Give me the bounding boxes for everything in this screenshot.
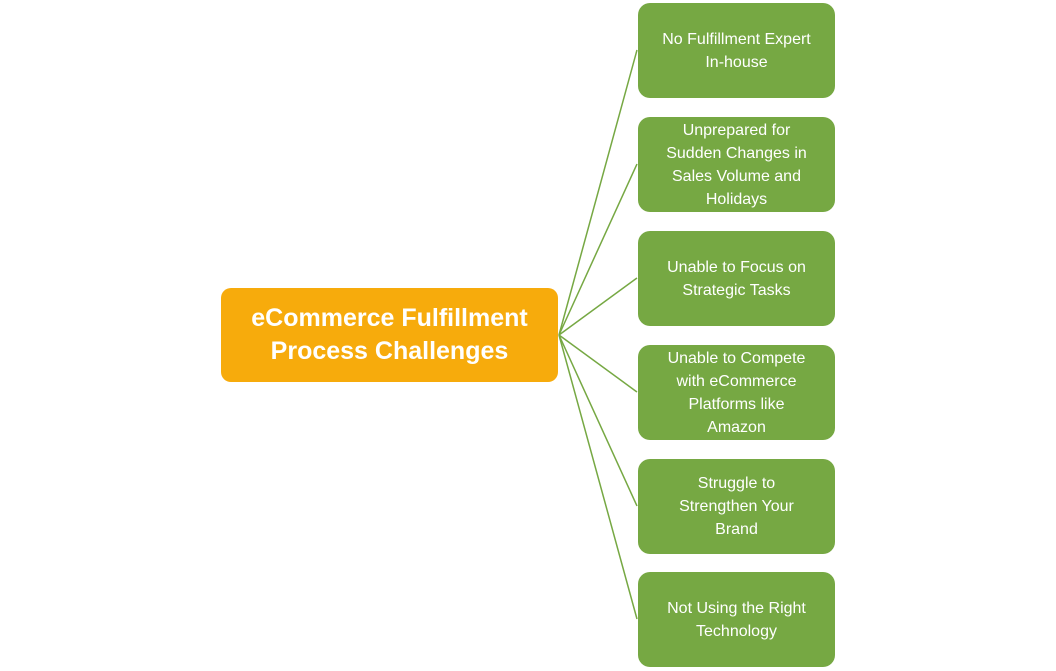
leaf-node-6: Not Using the Right Technology [638, 572, 835, 667]
leaf-node-5-label: Struggle to Strengthen Your Brand [679, 475, 794, 538]
leaf-node-6-label: Not Using the Right Technology [667, 599, 806, 640]
leaf-node-2-label: Unprepared for Sudden Changes in Sales V… [666, 121, 807, 208]
leaf-node-5: Struggle to Strengthen Your Brand [638, 459, 835, 554]
connector-line-4 [558, 334, 638, 393]
root-node-label: eCommerce Fulfillment Process Challenges [251, 304, 528, 365]
connector-line-2 [558, 163, 638, 336]
leaf-node-3-label: Unable to Focus on Strategic Tasks [667, 258, 806, 299]
connector-line-1 [558, 49, 638, 336]
leaf-node-1: No Fulfillment Expert In-house [638, 3, 835, 98]
connector-line-3 [558, 277, 638, 336]
connector-line-5 [558, 334, 638, 507]
leaf-node-4: Unable to Compete with eCommerce Platfor… [638, 345, 835, 440]
connector-line-6 [558, 334, 638, 620]
leaf-node-2: Unprepared for Sudden Changes in Sales V… [638, 117, 835, 212]
root-node: eCommerce Fulfillment Process Challenges [221, 288, 558, 382]
leaf-node-1-label: No Fulfillment Expert In-house [662, 30, 811, 71]
leaf-node-3: Unable to Focus on Strategic Tasks [638, 231, 835, 326]
leaf-node-4-label: Unable to Compete with eCommerce Platfor… [667, 349, 806, 436]
